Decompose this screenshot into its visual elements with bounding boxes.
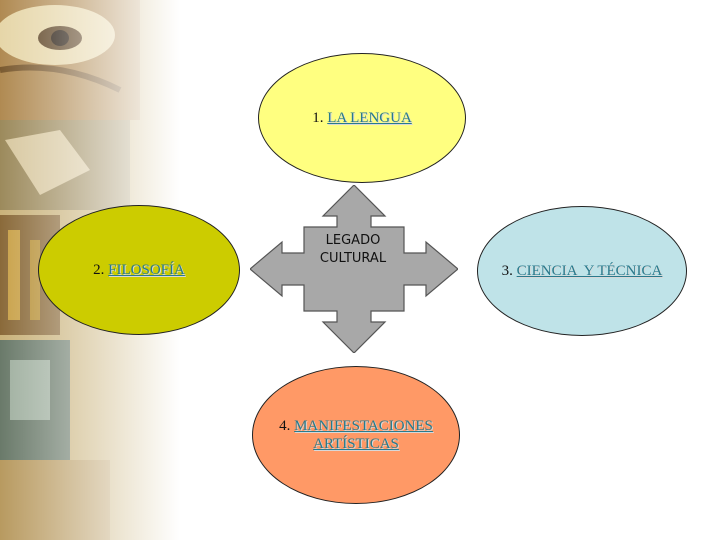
node-ciencia-link[interactable]: CIENCIA Y TÉCNICA (516, 263, 663, 279)
node-arte-link-line2[interactable]: ARTÍSTICAS (313, 436, 399, 452)
node-ciencia-text: 3. CIENCIA Y TÉCNICA (502, 262, 663, 280)
center-label: LEGADO CULTURAL (300, 232, 406, 268)
center-label-line2: CULTURAL (319, 251, 387, 266)
node-arte-number: 4. (279, 418, 291, 434)
node-arte-link-line1[interactable]: MANIFESTACIONES (294, 418, 433, 434)
node-filosofia-number: 2. (93, 262, 105, 278)
four-way-arrow-icon (250, 185, 458, 353)
node-arte-text: 4. MANIFESTACIONES ARTÍSTICAS (279, 417, 433, 453)
node-lengua-link[interactable]: LA LENGUA (327, 110, 412, 126)
node-lengua-number: 1. (312, 110, 324, 126)
node-lengua-text: 1. LA LENGUA (312, 109, 412, 127)
node-lengua: 1. LA LENGUA (258, 53, 466, 183)
center-label-line1: LEGADO (325, 233, 381, 248)
node-filosofia-text: 2. FILOSOFÍA (93, 261, 185, 279)
node-filosofia-link[interactable]: FILOSOFÍA (108, 262, 185, 278)
node-filosofia: 2. FILOSOFÍA (38, 205, 240, 335)
node-ciencia-number: 3. (501, 263, 513, 279)
node-ciencia: 3. CIENCIA Y TÉCNICA (477, 206, 687, 336)
node-arte: 4. MANIFESTACIONES ARTÍSTICAS (252, 366, 460, 504)
